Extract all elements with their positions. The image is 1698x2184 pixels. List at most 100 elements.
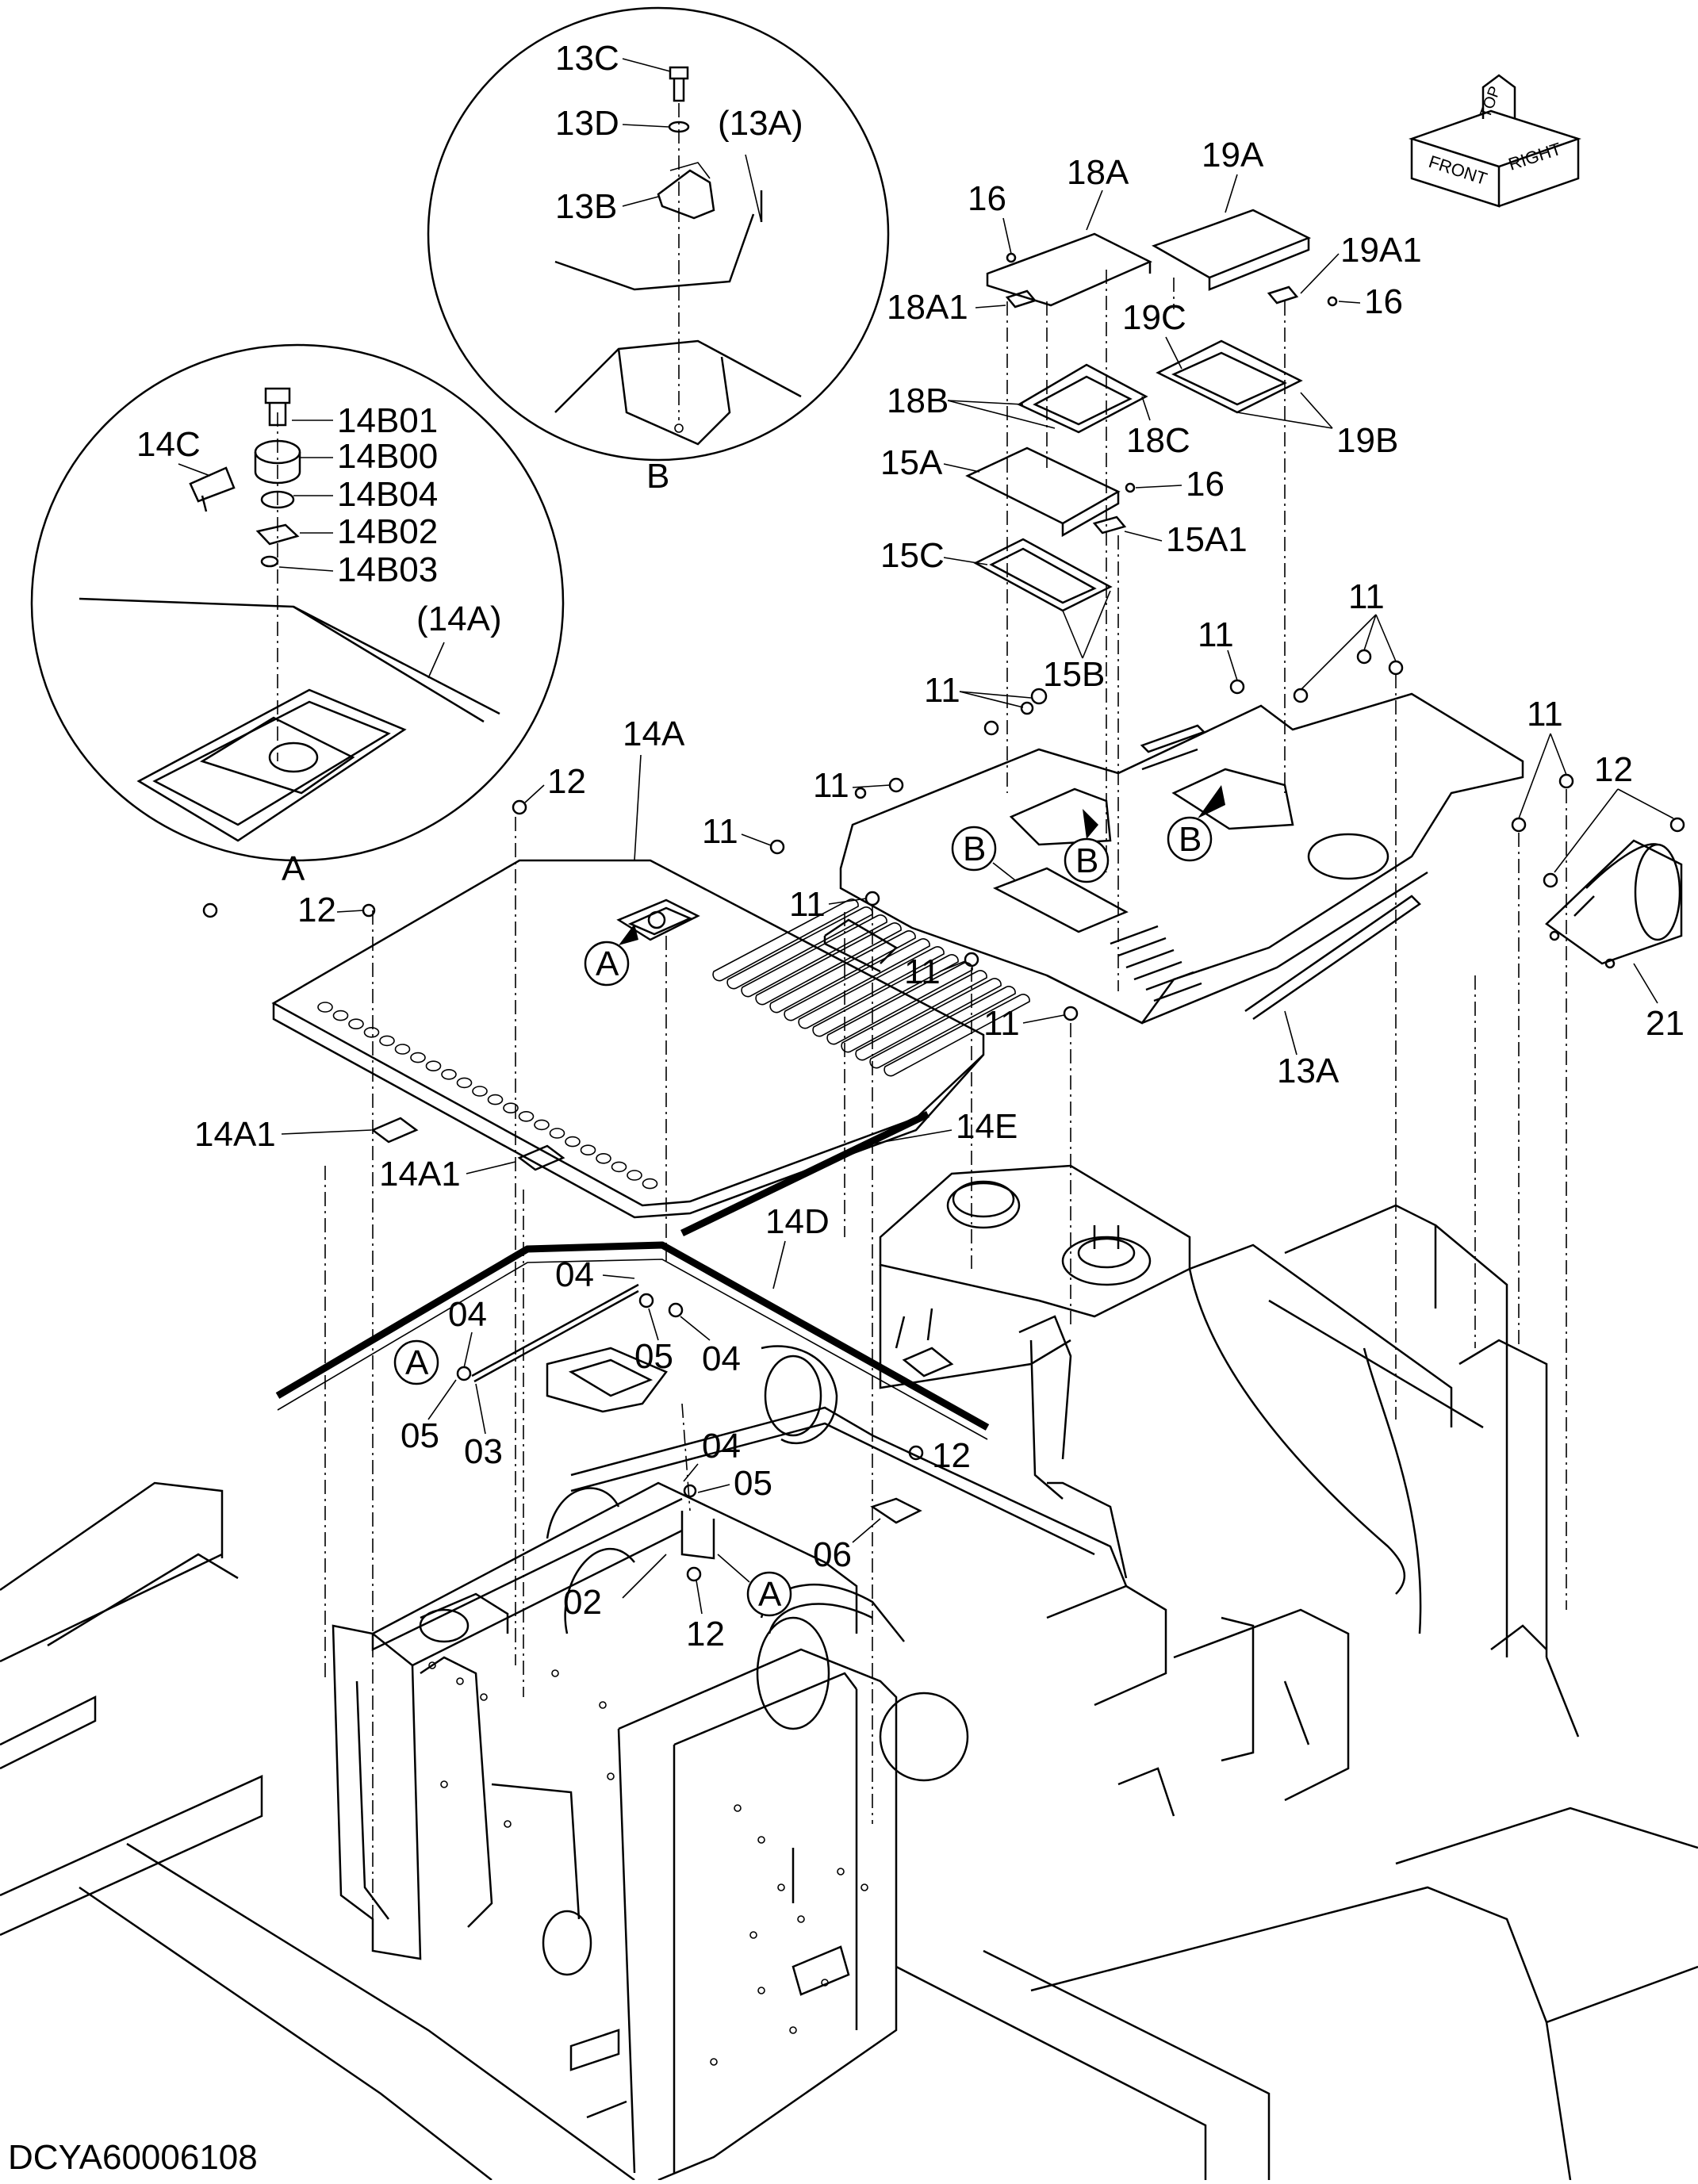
label-14e: 14E: [956, 1107, 1018, 1146]
frame-hole: [837, 1868, 845, 1876]
label-14d: 14D: [765, 1202, 830, 1241]
vent-slot: [712, 899, 859, 982]
panel-14a-slots: [317, 899, 1030, 1190]
view-a-label: A: [282, 849, 305, 888]
label-18c: 18C: [1126, 421, 1190, 460]
vent-slot: [741, 914, 887, 998]
label-05-a: 05: [634, 1337, 673, 1376]
vent-hole: [410, 1052, 426, 1063]
label-18a1: 18A1: [887, 288, 968, 327]
label-13b: 13B: [555, 187, 617, 226]
vent-hole: [317, 1002, 333, 1013]
label-04-c: 04: [702, 1339, 741, 1378]
label-13c: 13C: [555, 39, 619, 78]
label-13a: 13A: [1277, 1052, 1340, 1090]
label-18b: 18B: [887, 381, 949, 420]
frame-hole: [480, 1693, 488, 1701]
label-11-f: 11: [702, 812, 738, 851]
label-14b03: 14B03: [337, 550, 438, 589]
callout-a-3: A: [758, 1575, 782, 1614]
frame-holes: [428, 1661, 868, 2066]
label-12-d: 12: [932, 1436, 971, 1475]
rod-03: [456, 1283, 684, 1383]
frame-hole: [428, 1661, 436, 1669]
label-14a: 14A: [623, 715, 685, 753]
vent-hole: [580, 1144, 596, 1155]
vent-slot: [869, 986, 1016, 1069]
vent-hole: [348, 1018, 364, 1029]
frame-hole: [797, 1915, 805, 1923]
vent-hole: [503, 1102, 519, 1113]
label-11-d: 11: [813, 766, 849, 805]
vent-slot: [883, 994, 1030, 1077]
label-15c: 15C: [880, 536, 945, 575]
frame-hole: [749, 1931, 757, 1939]
vent-slot: [841, 970, 987, 1053]
vent-hole: [441, 1069, 457, 1080]
label-03: 03: [464, 1432, 503, 1471]
frame-hole: [821, 1979, 829, 1987]
frame-hole: [860, 1883, 868, 1891]
vent-hole: [456, 1077, 473, 1089]
panel-13a: [823, 692, 1524, 1025]
label-19c: 19C: [1122, 298, 1186, 337]
front-label: FRONT: [1426, 151, 1489, 189]
vent-hole: [363, 1027, 380, 1038]
label-13d: 13D: [555, 104, 619, 143]
vent-hole: [611, 1161, 627, 1173]
label-11-b: 11: [1198, 615, 1234, 654]
vent-hole: [394, 1044, 411, 1055]
frame-hole: [757, 1987, 765, 1994]
frame-hole: [734, 1804, 742, 1812]
frame-hole: [710, 2058, 718, 2066]
frame-hole: [777, 1883, 785, 1891]
callout-a-1: A: [596, 944, 619, 983]
vent-slot: [755, 922, 902, 1006]
label-14b01: 14B01: [337, 401, 438, 440]
machine-frame: [0, 1164, 1698, 2182]
label-14a-ref: (14A): [416, 600, 502, 638]
label-14c: 14C: [136, 425, 201, 464]
label-12-b: 12: [547, 762, 586, 801]
vent-hole: [549, 1128, 565, 1139]
label-15a: 15A: [880, 443, 943, 482]
detail-view-b: [427, 6, 890, 462]
view-b-label: B: [646, 457, 669, 496]
label-18a: 18A: [1067, 153, 1129, 192]
frame-hole: [599, 1701, 607, 1709]
label-04-a: 04: [555, 1255, 594, 1294]
frame-hole: [789, 2026, 797, 2034]
callout-b-1: B: [963, 830, 986, 868]
label-14a1-b: 14A1: [379, 1155, 461, 1194]
frame-hole: [551, 1669, 559, 1677]
label-21: 21: [1646, 1004, 1685, 1043]
assembly-dash-lines: [324, 674, 1567, 1943]
label-19b: 19B: [1336, 421, 1398, 460]
vent-hole: [565, 1136, 581, 1148]
label-02: 02: [563, 1583, 602, 1622]
label-15b: 15B: [1043, 655, 1105, 694]
vent-slot: [726, 906, 873, 990]
label-04-d: 04: [702, 1427, 741, 1466]
vent-hole: [596, 1153, 611, 1164]
label-14b00: 14B00: [337, 437, 438, 476]
vent-hole: [534, 1119, 550, 1131]
label-15a1: 15A1: [1166, 520, 1248, 559]
label-12-e: 12: [686, 1615, 725, 1653]
detail-view-a: [30, 343, 565, 862]
vent-hole: [518, 1111, 535, 1122]
vent-slot: [855, 978, 1002, 1061]
panel-14a: [202, 799, 985, 1219]
drawing-code: DCYA60006108: [8, 2138, 258, 2177]
label-11-g: 11: [789, 885, 826, 924]
label-14b02: 14B02: [337, 512, 438, 551]
label-19a1: 19A1: [1340, 231, 1422, 270]
label-05-c: 05: [734, 1464, 772, 1503]
right-label: RIGHT: [1506, 139, 1564, 174]
callout-a-2: A: [405, 1343, 429, 1382]
label-04-b: 04: [448, 1295, 487, 1334]
seal-14d: [275, 1241, 990, 1431]
vent-hole: [472, 1086, 488, 1097]
vent-slot: [826, 962, 973, 1045]
